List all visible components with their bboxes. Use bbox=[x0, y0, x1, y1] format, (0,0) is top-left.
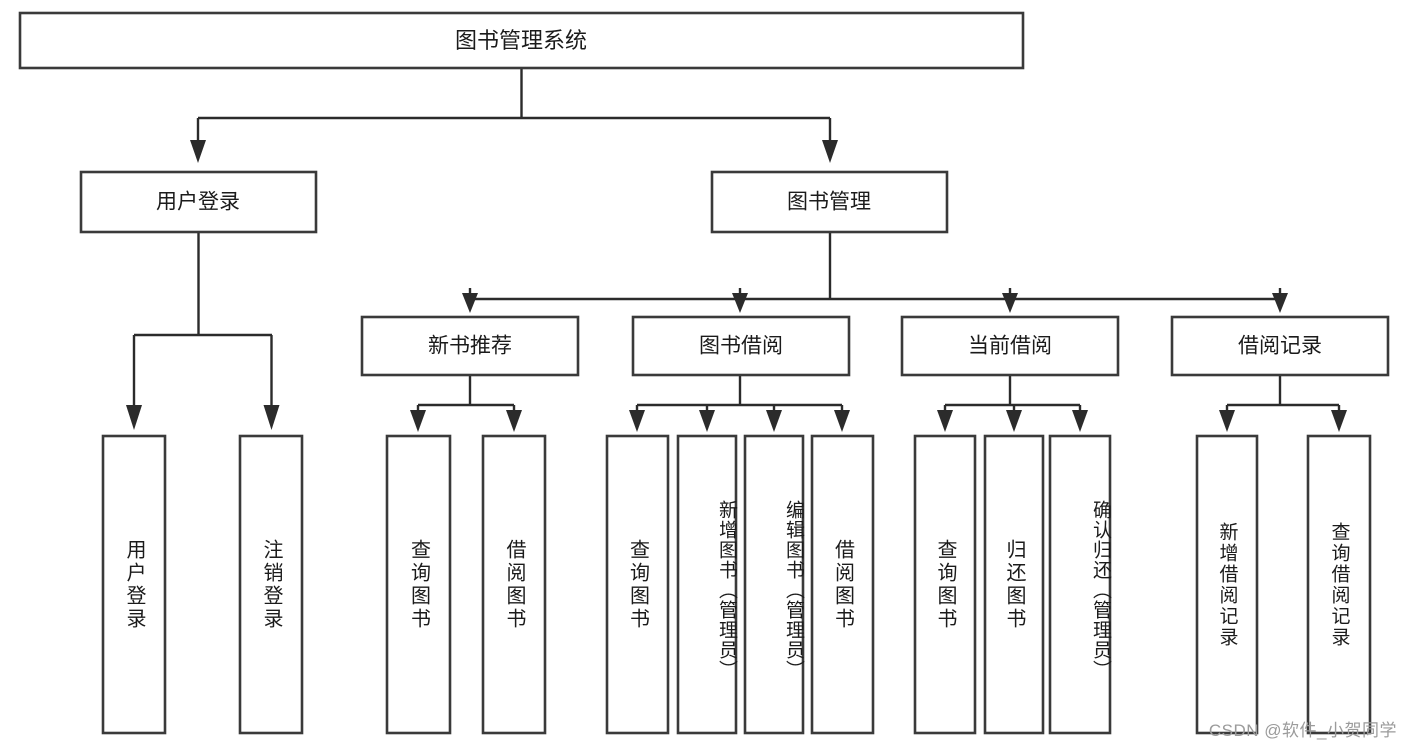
node-current-borrow[interactable]: 当前借阅 bbox=[900, 315, 1120, 377]
connector-group-new-book-rec bbox=[410, 375, 522, 432]
node-borrow-record-label: 借阅记录 bbox=[1238, 335, 1322, 358]
node-root-box[interactable] bbox=[18, 11, 1025, 70]
leaf-box-query-book-3[interactable] bbox=[913, 434, 977, 735]
node-current-borrow-box[interactable] bbox=[900, 315, 1120, 377]
arrow-head-leaf-user-login bbox=[126, 405, 142, 430]
arrow-head-br-leaf-1 bbox=[1219, 410, 1235, 432]
leaf-box-query-book-2[interactable] bbox=[605, 434, 670, 735]
leaf-box-user-login[interactable] bbox=[101, 434, 167, 735]
arrow-head-new-book-rec bbox=[462, 293, 478, 313]
arrow-head-current-borrow bbox=[1002, 293, 1018, 313]
node-user-login[interactable]: 用户登录 bbox=[79, 170, 318, 234]
leaf-box-query-book-1[interactable] bbox=[385, 434, 452, 735]
arrow-head-cb-leaf-2 bbox=[1006, 410, 1022, 432]
node-new-book-recommend-label: 新书推荐 bbox=[428, 335, 512, 358]
node-borrow-record-box[interactable] bbox=[1170, 315, 1390, 377]
arrow-head-cb-leaf-3 bbox=[1072, 410, 1088, 432]
arrow-head-br-leaf-2 bbox=[1331, 410, 1347, 432]
node-current-borrow-label: 当前借阅 bbox=[968, 335, 1052, 358]
arrow-head-cb-leaf-1 bbox=[937, 410, 953, 432]
connector-group-book-mgmt bbox=[462, 232, 1288, 313]
connector-group-borrow-record bbox=[1219, 375, 1347, 432]
connector-group-book-borrow bbox=[629, 375, 850, 432]
arrow-head-user-login bbox=[190, 140, 206, 163]
leaf-box-borrow-book-2[interactable] bbox=[810, 434, 875, 735]
leaf-box-borrow-book-1[interactable] bbox=[481, 434, 547, 735]
leaf-box-confirm-return-admin[interactable] bbox=[1048, 434, 1112, 735]
arrow-head-bb-leaf-2 bbox=[699, 410, 715, 432]
connector-group-root bbox=[190, 68, 838, 163]
arrow-head-nbr-leaf-2 bbox=[506, 410, 522, 432]
connector-group-current-borrow bbox=[937, 375, 1088, 432]
leaf-box-logout[interactable] bbox=[238, 434, 304, 735]
arrow-head-book-mgmt bbox=[822, 140, 838, 163]
arrow-head-bb-leaf-1 bbox=[629, 410, 645, 432]
leaf-box-edit-book-admin[interactable] bbox=[743, 434, 805, 735]
node-root-label: 图书管理系统 bbox=[455, 28, 587, 53]
node-borrow-record[interactable]: 借阅记录 bbox=[1170, 315, 1390, 377]
node-book-borrow[interactable]: 图书借阅 bbox=[631, 315, 851, 377]
arrow-head-bb-leaf-3 bbox=[766, 410, 782, 432]
node-new-book-recommend[interactable]: 新书推荐 bbox=[360, 315, 580, 377]
node-book-management-box[interactable] bbox=[710, 170, 949, 234]
arrow-head-book-borrow bbox=[732, 293, 748, 313]
leaf-box-add-book-admin[interactable] bbox=[676, 434, 738, 735]
node-book-borrow-label: 图书借阅 bbox=[699, 335, 783, 358]
node-book-management-label: 图书管理 bbox=[787, 191, 871, 214]
arrow-head-borrow-record bbox=[1272, 293, 1288, 313]
arrow-head-leaf-logout bbox=[263, 405, 280, 430]
csdn-watermark: CSDN @软件_小贺同学 bbox=[1208, 721, 1397, 740]
node-user-login-label: 用户登录 bbox=[156, 191, 240, 214]
node-book-management[interactable]: 图书管理 bbox=[710, 170, 949, 234]
arrow-head-bb-leaf-4 bbox=[834, 410, 850, 432]
arrow-head-nbr-leaf-1 bbox=[410, 410, 426, 432]
node-user-login-box[interactable] bbox=[79, 170, 318, 234]
node-book-borrow-box[interactable] bbox=[631, 315, 851, 377]
node-new-book-recommend-box[interactable] bbox=[360, 315, 580, 377]
connector-group-user-login bbox=[126, 232, 280, 430]
leaf-box-query-borrow-record[interactable] bbox=[1306, 434, 1372, 735]
leaf-box-add-borrow-record[interactable] bbox=[1195, 434, 1259, 735]
leaf-box-return-book[interactable] bbox=[983, 434, 1045, 735]
node-root-system[interactable]: 图书管理系统 bbox=[18, 11, 1025, 70]
